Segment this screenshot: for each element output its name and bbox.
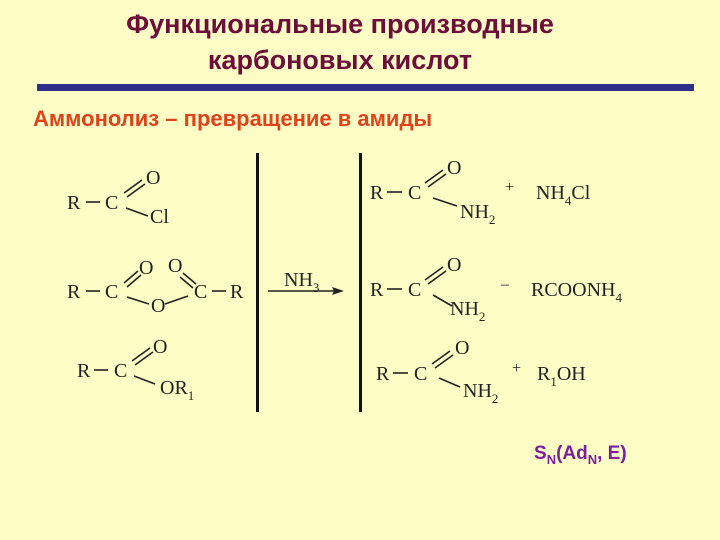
r-group: R bbox=[370, 182, 384, 204]
carbon: C bbox=[114, 360, 128, 382]
amide-group: NH2 bbox=[463, 380, 499, 406]
title-divider bbox=[37, 84, 694, 91]
oxygen: O bbox=[447, 157, 462, 179]
alkoxy-group: OR1 bbox=[160, 377, 195, 403]
carbon: C bbox=[105, 281, 119, 303]
r-group: R bbox=[67, 281, 81, 303]
plus-sign: + bbox=[512, 360, 522, 377]
product-divider-line bbox=[359, 153, 362, 412]
section-subtitle: Аммонолиз – превращение в амиды bbox=[33, 106, 433, 131]
bridge-oxygen: O bbox=[151, 295, 166, 317]
oxygen: O bbox=[168, 255, 183, 277]
oxygen: O bbox=[139, 257, 154, 279]
carbon: C bbox=[408, 182, 422, 204]
amide-group: NH2 bbox=[450, 298, 486, 324]
byproduct: NH4Cl bbox=[536, 182, 591, 208]
oxygen: O bbox=[455, 337, 470, 359]
mechanism-label: SN(AdN, E) bbox=[534, 443, 627, 467]
oxygen: O bbox=[447, 254, 462, 276]
r-group: R bbox=[77, 360, 91, 382]
title-line-2: карбоновых кислот bbox=[207, 45, 473, 75]
reagent-ammonia: NH3 bbox=[284, 269, 320, 295]
carbon: C bbox=[414, 363, 428, 385]
title-line-1: Функциональные производные bbox=[126, 9, 554, 39]
r-group: R bbox=[370, 279, 384, 301]
r-group: R bbox=[67, 192, 81, 214]
carbon: C bbox=[105, 192, 119, 214]
carbon: C bbox=[194, 281, 208, 303]
reactant-divider-line bbox=[256, 153, 259, 412]
carbon: C bbox=[408, 279, 422, 301]
amide-group: NH2 bbox=[460, 201, 496, 227]
plus-sign: + bbox=[505, 179, 515, 196]
slide-title: Функциональные производные карбоновых ки… bbox=[0, 6, 680, 78]
byproduct: RCOONH4 bbox=[531, 279, 622, 305]
minus-sign: – bbox=[501, 276, 509, 293]
chlorine: Cl bbox=[150, 206, 169, 228]
oxygen: O bbox=[153, 336, 168, 358]
r-group: R bbox=[376, 363, 390, 385]
oxygen: O bbox=[146, 167, 161, 189]
byproduct: R1OH bbox=[537, 363, 586, 389]
r-group: R bbox=[230, 281, 244, 303]
